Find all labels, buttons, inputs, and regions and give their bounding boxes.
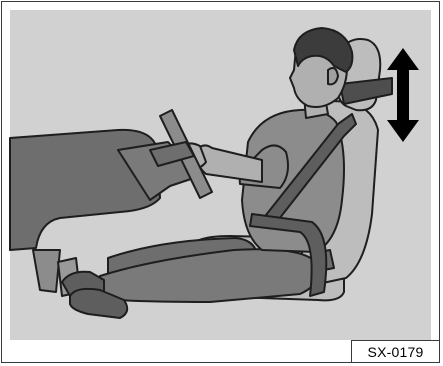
pedal-bracket xyxy=(33,250,60,292)
figure-code-text: SX-0179 xyxy=(368,344,424,360)
driver-ear xyxy=(328,68,338,84)
figure-code-label: SX-0179 xyxy=(351,340,439,362)
